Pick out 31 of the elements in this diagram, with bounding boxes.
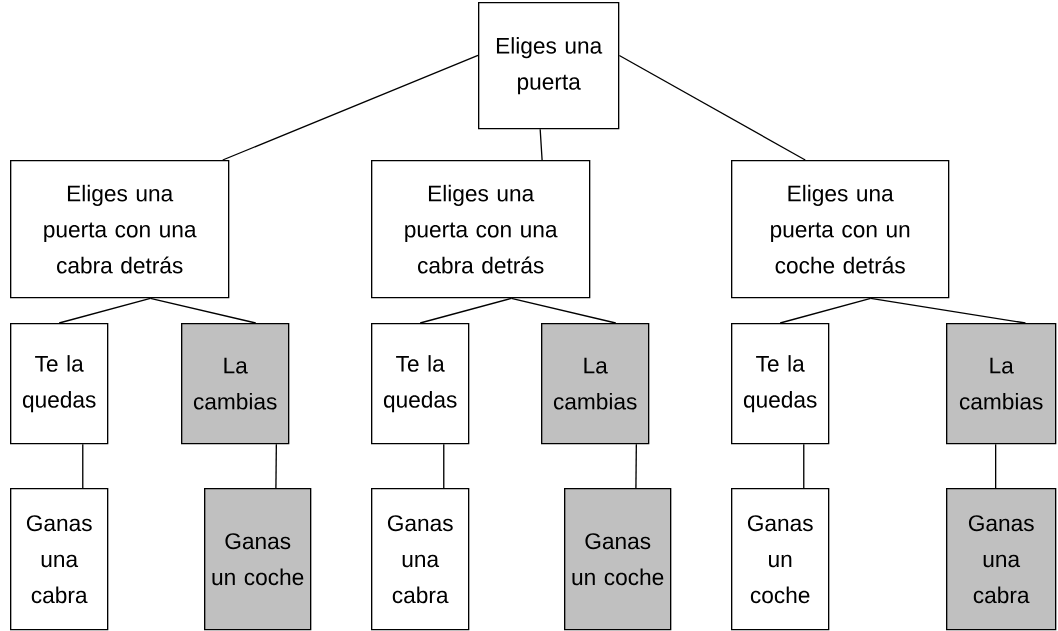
connector-line [995, 443, 997, 489]
tree-box: Ganas un coche [564, 488, 672, 631]
connector-line [82, 443, 84, 489]
connector-line [539, 128, 543, 161]
tree-box: Eliges una puerta con una cabra detrás [10, 160, 230, 299]
tree-box: Eliges una puerta con un coche detrás [731, 160, 950, 299]
connector-line [222, 54, 479, 161]
tree-box: Ganas un coche [204, 488, 312, 631]
tree-box: Ganas una cabra [10, 488, 109, 631]
tree-box: Ganas una cabra [371, 488, 470, 631]
connector-line [779, 297, 872, 324]
tree-box: La cambias [541, 323, 650, 445]
connector-line [419, 297, 513, 324]
tree-box: La cambias [946, 323, 1057, 445]
connector-line [635, 443, 637, 489]
connector-line [149, 297, 257, 324]
connector-line [443, 443, 445, 489]
tree-box: Te la quedas [371, 323, 470, 445]
tree-box: Te la quedas [10, 323, 109, 445]
connector-line [275, 443, 277, 489]
tree-box: Eliges una puerta con una cabra detrás [371, 160, 591, 299]
connector-line [58, 297, 152, 324]
tree-box: Te la quedas [731, 323, 830, 445]
connector-line [510, 297, 617, 324]
connector-line [803, 443, 805, 489]
tree-box: Ganas un coche [731, 488, 830, 631]
tree-box: Eliges una puerta [478, 2, 620, 130]
connector-line [618, 54, 806, 161]
connector-line [870, 297, 1027, 324]
tree-box: Ganas una cabra [946, 488, 1057, 631]
tree-box: La cambias [181, 323, 290, 445]
